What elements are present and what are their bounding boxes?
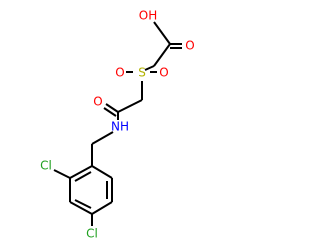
ring-inner-bond-2 (74, 199, 92, 209)
ring-bond-3 (69, 201, 93, 215)
amide-group (91, 99, 143, 145)
atom-label-o-amide: O (93, 95, 102, 109)
benzene-ring (53, 144, 113, 226)
chemical-structure: OH O S O O O NH Cl Cl (40, 9, 195, 241)
atom-label-oh: OH (139, 9, 157, 23)
ring-inner-bond-1 (74, 171, 92, 182)
atom-label-o-acid: O (185, 39, 194, 53)
carboxyl-group (153, 21, 182, 67)
sulfonyl-group (126, 65, 157, 100)
ring-bond-4 (91, 201, 113, 215)
bond-c-o-amide-a (105, 103, 119, 113)
atom-label-s: S (138, 66, 146, 80)
ring-bond-1 (69, 165, 93, 179)
bond-n-ch2 (91, 131, 114, 145)
bond-c-o-amide-b (103, 107, 117, 117)
bond-ch2-s (144, 65, 155, 71)
atom-label-cl-ortho: Cl (40, 159, 52, 173)
ring-bond-6 (91, 165, 113, 179)
atom-label-cl-para: Cl (86, 227, 98, 241)
atom-label-o-sulfonyl-left: O (115, 66, 124, 80)
bond-c-ch2 (153, 43, 171, 67)
atom-label-nh: NH (111, 120, 129, 134)
bond-ch2-co (117, 99, 143, 113)
atom-label-o-sulfonyl-right: O (159, 66, 168, 80)
bond-ring-cl-ortho (53, 169, 71, 179)
bond-c-oh (153, 21, 171, 45)
